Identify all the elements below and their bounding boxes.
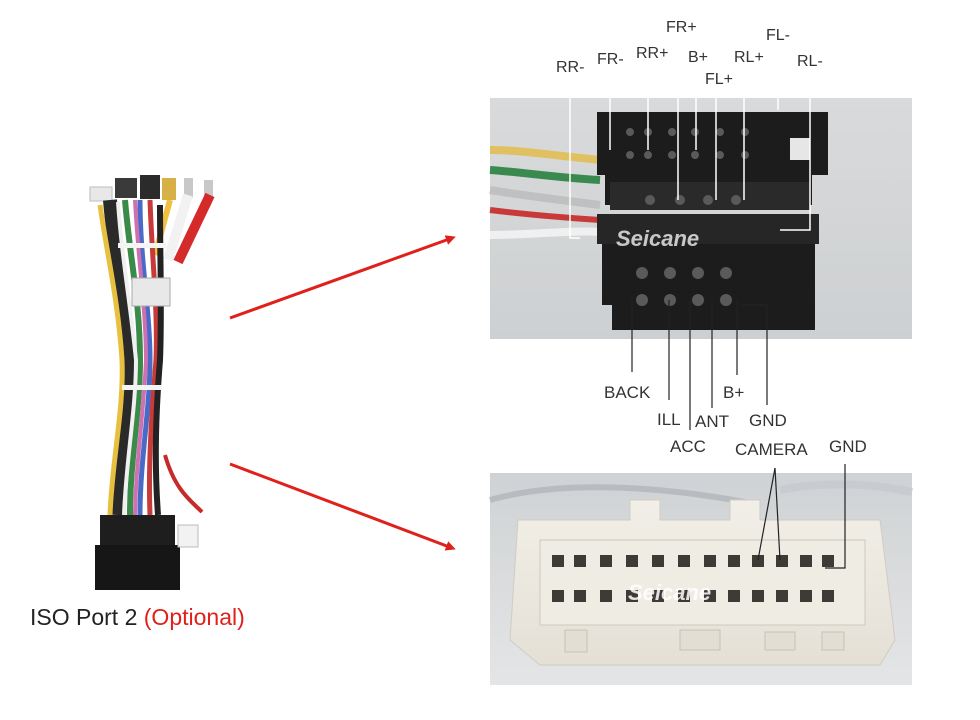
- white-connector-photo: [489, 473, 913, 685]
- label-rr-plus: RR+: [636, 45, 668, 62]
- label-b-plus-bottom: B+: [723, 383, 744, 402]
- label-fr-plus: FR+: [666, 19, 697, 36]
- watermark-bottom: Seicane: [628, 580, 711, 605]
- top-pin-labels: RR- FR- RR+ FR+ B+ FL+ RL+ FL- RL-: [556, 19, 823, 88]
- iso-port-caption: ISO Port 2 (Optional): [30, 604, 245, 631]
- leader-lines-bottom: [631, 298, 768, 430]
- label-acc: ACC: [670, 437, 706, 456]
- label-fl-minus: FL-: [766, 27, 790, 44]
- iso-connector-photo: [489, 98, 912, 339]
- label-gnd-top: GND: [749, 411, 787, 430]
- label-fl-plus: FL+: [705, 71, 733, 88]
- label-back: BACK: [604, 383, 651, 402]
- label-fr-minus: FR-: [597, 51, 624, 68]
- leader-lines-white: [757, 464, 846, 569]
- arrow-to-iso-connector: [229, 235, 456, 320]
- caption-optional: (Optional): [143, 604, 245, 630]
- white-pin-labels: CAMERA GND: [735, 437, 867, 459]
- leader-lines-top: [569, 40, 811, 239]
- label-ill: ILL: [657, 410, 681, 429]
- label-rl-minus: RL-: [797, 53, 823, 70]
- label-camera: CAMERA: [735, 440, 808, 459]
- bottom-pin-labels: BACK ILL ACC ANT B+ GND: [604, 383, 787, 456]
- caption-main: ISO Port 2: [30, 604, 138, 630]
- wire-harness-image: [89, 175, 215, 590]
- watermark-top: Seicane: [616, 226, 699, 251]
- label-ant: ANT: [695, 412, 729, 431]
- label-gnd-white: GND: [829, 437, 867, 456]
- label-rr-minus: RR-: [556, 59, 584, 76]
- arrow-to-white-connector: [229, 462, 456, 551]
- label-b-plus-top: B+: [688, 49, 708, 66]
- label-rl-plus: RL+: [734, 49, 764, 66]
